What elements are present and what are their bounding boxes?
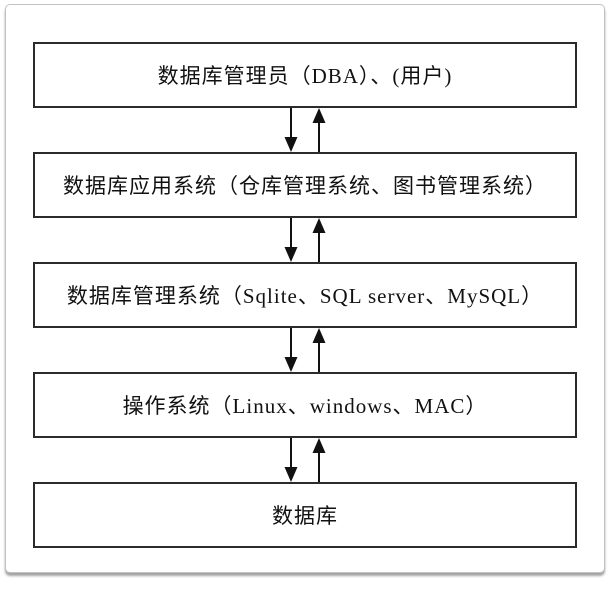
connector-2 — [283, 218, 327, 262]
connector-4 — [283, 438, 327, 482]
up-arrow-icon — [312, 218, 326, 262]
up-arrow-icon — [312, 438, 326, 482]
layer-box-operating-system: 操作系统（Linux、windows、MAC） — [33, 372, 577, 438]
connector-1 — [283, 108, 327, 152]
layer-label-operating-system: 操作系统（Linux、windows、MAC） — [122, 394, 488, 418]
down-arrow-icon — [284, 108, 298, 152]
layer-label-application-systems: 数据库应用系统（仓库管理系统、图书管理系统） — [63, 174, 547, 198]
down-arrow-icon — [284, 328, 298, 372]
down-arrow-icon — [284, 438, 298, 482]
layer-label-dba-users: 数据库管理员（DBA）、(用户) — [157, 64, 453, 88]
layer-box-application-systems: 数据库应用系统（仓库管理系统、图书管理系统） — [33, 152, 577, 218]
up-arrow-icon — [312, 108, 326, 152]
layer-box-dba-users: 数据库管理员（DBA）、(用户) — [33, 42, 577, 108]
layer-box-dbms: 数据库管理系统（Sqlite、SQL server、MySQL） — [33, 262, 577, 328]
layer-label-dbms: 数据库管理系统（Sqlite、SQL server、MySQL） — [66, 284, 544, 308]
connector-3 — [283, 328, 327, 372]
layer-stack: 数据库管理员（DBA）、(用户) 数据库应用系统（仓库管理系统、图书管理系统） — [6, 42, 604, 548]
down-arrow-icon — [284, 218, 298, 262]
diagram-frame: 数据库管理员（DBA）、(用户) 数据库应用系统（仓库管理系统、图书管理系统） — [5, 4, 605, 573]
layer-label-database: 数据库 — [272, 504, 338, 528]
layer-box-database: 数据库 — [33, 482, 577, 548]
up-arrow-icon — [312, 328, 326, 372]
